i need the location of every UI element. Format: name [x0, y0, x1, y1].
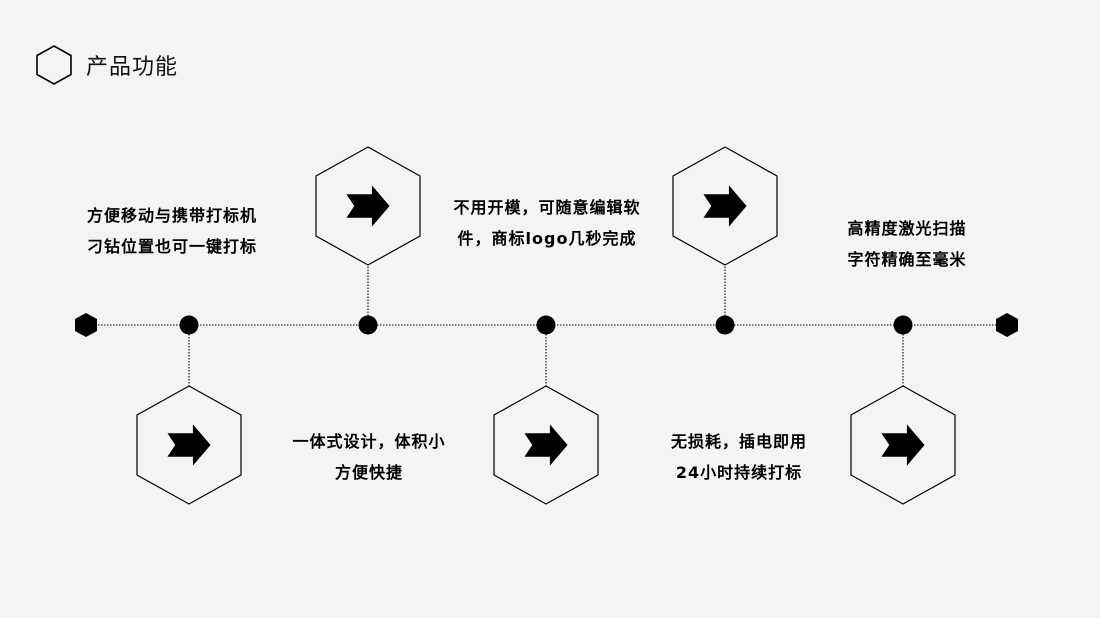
page-title: 产品功能: [86, 55, 179, 80]
feature-text-5-line2: 24小时持续打标: [675, 463, 803, 482]
arrow-right-icon: [881, 424, 925, 466]
arrow-right-icon: [524, 424, 568, 466]
feature-text-4-line1: 一体式设计，体积小: [292, 432, 446, 451]
header-hexagon-icon: [36, 45, 72, 85]
feature-hexagon-4: [672, 146, 778, 266]
timeline-start-marker: [75, 313, 97, 337]
feature-text-3: 高精度激光扫描 字符精确至毫米: [792, 213, 1022, 275]
timeline-dot-4: [715, 315, 735, 335]
feature-text-1: 方便移动与携带打标机 刁钻位置也可一键打标: [57, 200, 287, 262]
feature-text-5-line1: 无损耗，插电即用: [670, 432, 807, 451]
arrow-right-icon: [346, 185, 390, 227]
feature-text-2: 不用开模，可随意编辑软 件，商标logo几秒完成: [432, 192, 662, 254]
timeline-dot-5: [893, 315, 913, 335]
timeline-dot-3: [536, 315, 556, 335]
timeline-end-marker: [996, 313, 1018, 337]
feature-text-2-line2: 件，商标logo几秒完成: [457, 229, 637, 248]
feature-text-4-line2: 方便快捷: [334, 463, 403, 482]
feature-text-1-line2: 刁钻位置也可一键打标: [86, 237, 257, 256]
feature-text-3-line2: 字符精确至毫米: [847, 250, 967, 269]
timeline-dot-2: [358, 315, 378, 335]
feature-text-1-line1: 方便移动与携带打标机: [86, 206, 257, 225]
timeline-dot-1: [179, 315, 199, 335]
feature-hexagon-2: [315, 146, 421, 266]
feature-hexagon-3: [493, 385, 599, 505]
arrow-right-icon: [167, 424, 211, 466]
arrow-right-icon: [703, 185, 747, 227]
feature-text-5: 无损耗，插电即用 24小时持续打标: [624, 426, 854, 488]
feature-text-3-line1: 高精度激光扫描: [847, 219, 967, 238]
feature-text-4: 一体式设计，体积小 方便快捷: [254, 426, 484, 488]
feature-hexagon-1: [136, 385, 242, 505]
feature-text-2-line1: 不用开模，可随意编辑软: [453, 198, 641, 217]
feature-hexagon-5: [850, 385, 956, 505]
